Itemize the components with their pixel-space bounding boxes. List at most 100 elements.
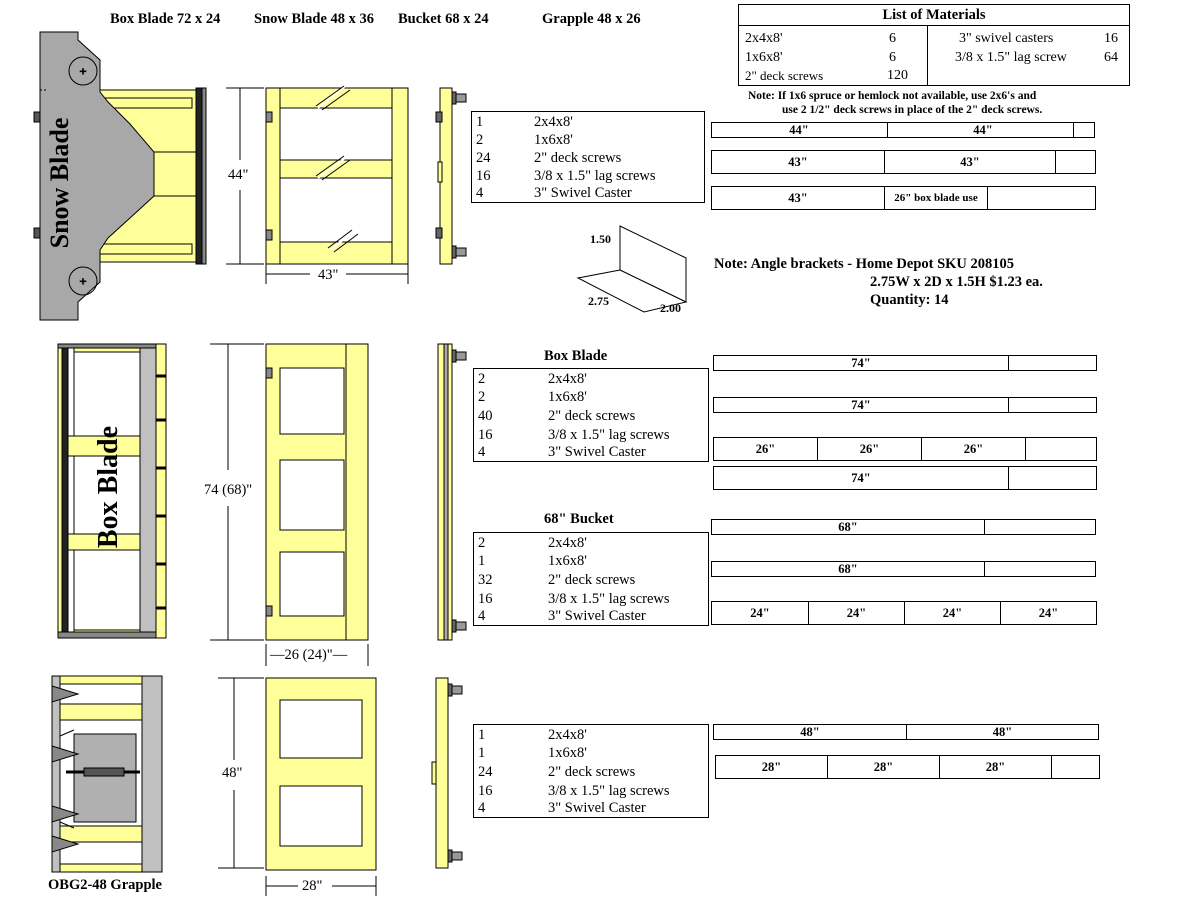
cut-length: 43" xyxy=(788,191,808,205)
part-item: 3" Swivel Caster xyxy=(534,185,632,201)
grapple-frame-front xyxy=(265,677,377,871)
materials-title: List of Materials xyxy=(882,7,986,23)
part-qty: 2 xyxy=(478,389,486,405)
material-qty: 16 xyxy=(1104,31,1118,46)
snow-side-view xyxy=(435,87,467,265)
cut-length: 48" xyxy=(800,725,820,739)
grapple-width-dim: 28" xyxy=(302,878,323,894)
part-qty: 4 xyxy=(476,185,484,201)
box-side-view xyxy=(437,343,467,641)
cut-board: 44" 44" xyxy=(711,122,1095,138)
box-width-dim: —26 (24)"— xyxy=(270,647,348,663)
box-width-value: 26 (24)" xyxy=(284,647,333,663)
header-bucket: Bucket 68 x 24 xyxy=(398,11,489,27)
grapple-side-view xyxy=(431,677,463,869)
part-qty: 4 xyxy=(478,800,486,816)
cut-board: 24" 24" 24" 24" xyxy=(711,601,1097,625)
part-qty: 1 xyxy=(478,727,486,743)
cut-length: 68" xyxy=(838,562,858,576)
part-qty: 16 xyxy=(478,591,493,607)
header-box-blade: Box Blade 72 x 24 xyxy=(110,11,221,27)
box-parts-table: 2 2x4x8' 2 1x6x8' 40 2" deck screws 16 3… xyxy=(473,368,709,462)
cut-board: 74" xyxy=(713,355,1097,371)
box-frame-front xyxy=(265,343,369,641)
material-qty: 120 xyxy=(887,68,908,83)
box-parts-title: Box Blade xyxy=(544,348,608,364)
box-blade-label: Box Blade xyxy=(93,425,124,549)
part-qty: 1 xyxy=(476,114,484,130)
cut-length: 48" xyxy=(992,725,1013,739)
cut-board: 43" 43" xyxy=(711,150,1096,174)
cut-length: 26" xyxy=(755,442,776,456)
part-item: 2x4x8' xyxy=(548,727,587,743)
part-item: 1x6x8' xyxy=(548,745,587,761)
part-item: 3" Swivel Caster xyxy=(548,444,646,460)
cut-length: 24" xyxy=(846,606,867,620)
part-item: 2x4x8' xyxy=(534,114,573,130)
cut-length: 74" xyxy=(851,398,871,412)
box-height-dim: 74 (68)" xyxy=(204,482,253,498)
box-blade-drawing xyxy=(57,343,167,639)
cut-board: 68" xyxy=(711,519,1096,535)
cut-board: 48" 48" xyxy=(713,724,1099,740)
part-item: 2x4x8' xyxy=(548,535,587,551)
cut-length: 44" xyxy=(789,123,809,137)
part-item: 1x6x8' xyxy=(534,132,573,148)
part-item: 2" deck screws xyxy=(548,572,636,588)
header-grapple: Grapple 48 x 26 xyxy=(542,11,641,27)
svg-text:+: + xyxy=(80,274,87,288)
box-dimensions xyxy=(210,343,369,666)
bracket-note-1: Note: Angle brackets - Home Depot SKU 20… xyxy=(714,256,1015,272)
bracket-width: 2.75 xyxy=(588,294,609,308)
part-qty: 40 xyxy=(478,408,493,424)
cut-length: 28" xyxy=(761,760,782,774)
cut-board: 43" 26" box blade use xyxy=(711,186,1096,210)
part-qty: 24 xyxy=(478,764,493,780)
material-qty: 6 xyxy=(889,31,896,46)
cut-board: 74" xyxy=(713,466,1097,490)
bracket-note-2: 2.75W x 2D x 1.5H $1.23 ea. xyxy=(870,274,1043,290)
part-item: 1x6x8' xyxy=(548,553,587,569)
snow-blade-drawing: + + xyxy=(33,31,207,321)
materials-note-1: Note: If 1x6 spruce or hemlock not avail… xyxy=(748,90,1037,102)
bucket-parts-table: 2 2x4x8' 1 1x6x8' 32 2" deck screws 16 3… xyxy=(473,532,709,626)
part-qty: 4 xyxy=(478,608,486,624)
grapple-height-dim: 48" xyxy=(222,765,243,781)
material-qty: 6 xyxy=(889,50,896,65)
grapple-drawing xyxy=(51,675,163,873)
part-item: 2" deck screws xyxy=(548,408,636,424)
materials-note-2: use 2 1/2" deck screws in place of the 2… xyxy=(782,104,1043,116)
part-qty: 2 xyxy=(478,371,486,387)
material-qty: 64 xyxy=(1104,50,1118,65)
snow-dimensions xyxy=(226,87,409,284)
snow-parts-table: 1 2x4x8' 2 1x6x8' 24 2" deck screws 16 3… xyxy=(471,111,705,203)
grapple-label: OBG2-48 Grapple xyxy=(48,877,162,893)
material-name: 3" swivel casters xyxy=(959,31,1054,46)
cut-length: 24" xyxy=(750,606,770,620)
cut-length: 43" xyxy=(788,155,808,169)
part-qty: 16 xyxy=(478,783,493,799)
part-qty: 1 xyxy=(478,745,486,761)
materials-table: List of Materials 2x4x8' 6 1x6x8' 6 2" d… xyxy=(738,4,1130,86)
bracket-depth: 2.00 xyxy=(660,301,681,315)
snow-width-dim: 43" xyxy=(318,267,339,283)
part-item: 3/8 x 1.5" lag screws xyxy=(548,427,670,443)
material-name: 1x6x8' xyxy=(745,50,783,65)
cut-length: 74" xyxy=(851,356,871,370)
cut-length: 28" xyxy=(873,760,894,774)
part-qty: 2 xyxy=(476,132,484,148)
part-item: 1x6x8' xyxy=(548,389,587,405)
snow-blade-label: Snow Blade xyxy=(45,117,74,249)
material-name: 3/8 x 1.5" lag screw xyxy=(955,50,1067,65)
part-item: 2" deck screws xyxy=(534,150,622,166)
part-item: 3/8 x 1.5" lag screws xyxy=(534,168,656,184)
bracket-note-3: Quantity: 14 xyxy=(870,292,949,308)
cut-length: 28" xyxy=(985,760,1006,774)
part-item: 3" Swivel Caster xyxy=(548,608,646,624)
svg-text:+: + xyxy=(80,64,87,78)
header-snow-blade: Snow Blade 48 x 36 xyxy=(254,11,375,27)
cut-length: 24" xyxy=(1038,606,1059,620)
part-item: 3/8 x 1.5" lag screws xyxy=(548,591,670,607)
